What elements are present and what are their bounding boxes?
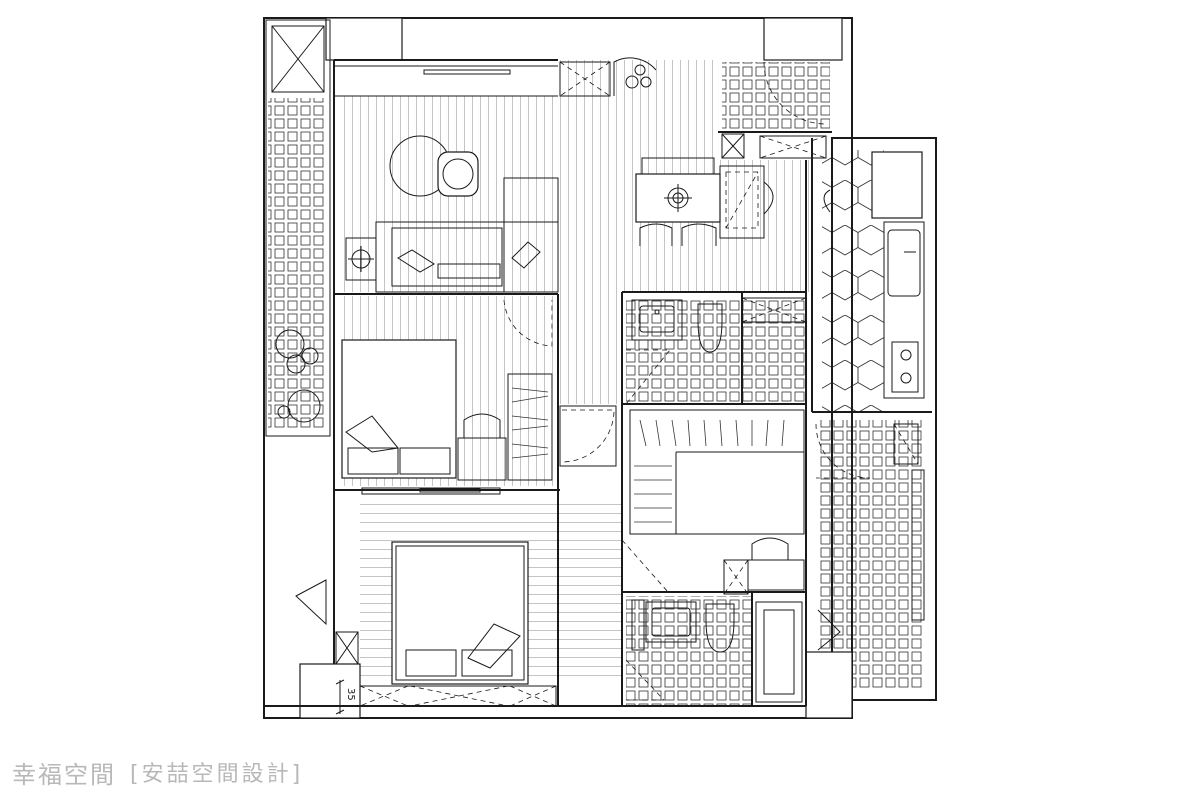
exterior-outline bbox=[263, 17, 853, 719]
desk-2 bbox=[747, 559, 805, 591]
side-door-left bbox=[295, 579, 327, 626]
tv-panel bbox=[423, 69, 511, 75]
right-balcony-tiles bbox=[818, 420, 924, 690]
dimension-label: 35 bbox=[345, 688, 356, 701]
bedroom-1-door bbox=[503, 299, 553, 347]
sideboard bbox=[719, 165, 765, 239]
front-door-arc bbox=[763, 61, 827, 125]
column-top-left bbox=[325, 17, 403, 61]
sink-icon bbox=[887, 229, 921, 297]
vanity-2 bbox=[645, 601, 697, 643]
bath-1-door bbox=[625, 349, 671, 405]
toilet-1-icon bbox=[697, 303, 723, 353]
wardrobe-2 bbox=[359, 685, 557, 707]
balcony-door-right bbox=[815, 423, 871, 479]
corridor-floor bbox=[558, 292, 622, 404]
bath-1-tiles bbox=[626, 300, 806, 404]
bedroom-2-door bbox=[621, 539, 669, 593]
dining-chair bbox=[639, 223, 673, 246]
bath-2-door bbox=[625, 659, 665, 701]
left-balcony-storage bbox=[271, 25, 325, 93]
desk-chair-1 bbox=[463, 413, 501, 438]
plant-left-icon bbox=[275, 329, 305, 359]
watermark: 幸福空間 [安喆空間設計] bbox=[12, 756, 304, 789]
watermark-credit: [安喆空間設計] bbox=[130, 762, 304, 787]
plant-icon bbox=[625, 75, 639, 89]
left-balcony-tiles bbox=[268, 98, 326, 428]
shower-1 bbox=[741, 297, 807, 323]
entry-tiles bbox=[722, 62, 830, 132]
fridge bbox=[871, 151, 923, 219]
dimension-marker bbox=[335, 679, 345, 715]
desk-1 bbox=[457, 437, 507, 481]
bed-2 bbox=[391, 541, 529, 685]
stove-icon bbox=[891, 341, 919, 393]
closet-door bbox=[561, 409, 615, 463]
column-bottom-left bbox=[299, 663, 361, 719]
side-table bbox=[345, 237, 377, 281]
shoe-cabinet bbox=[759, 135, 827, 159]
bed-1 bbox=[341, 339, 457, 479]
entry-cabinet bbox=[559, 61, 611, 97]
desk-chair-2 bbox=[751, 537, 789, 560]
kitchen-counter bbox=[883, 221, 925, 399]
shower-2 bbox=[755, 601, 803, 703]
vanity-1 bbox=[631, 299, 683, 341]
column-top-right bbox=[763, 17, 843, 61]
left-balcony-frame bbox=[265, 19, 331, 437]
storage-box-left bbox=[335, 631, 359, 665]
column-bottom-right bbox=[805, 651, 853, 719]
east-wing-outline bbox=[831, 137, 937, 701]
bath-2-tiles bbox=[626, 596, 752, 706]
wardrobe-1 bbox=[507, 373, 553, 481]
walk-in-closet bbox=[629, 409, 805, 535]
entry-door-arc bbox=[613, 57, 657, 96]
toilet-2-icon bbox=[705, 603, 735, 653]
watermark-brand: 幸福空間 bbox=[12, 760, 116, 789]
